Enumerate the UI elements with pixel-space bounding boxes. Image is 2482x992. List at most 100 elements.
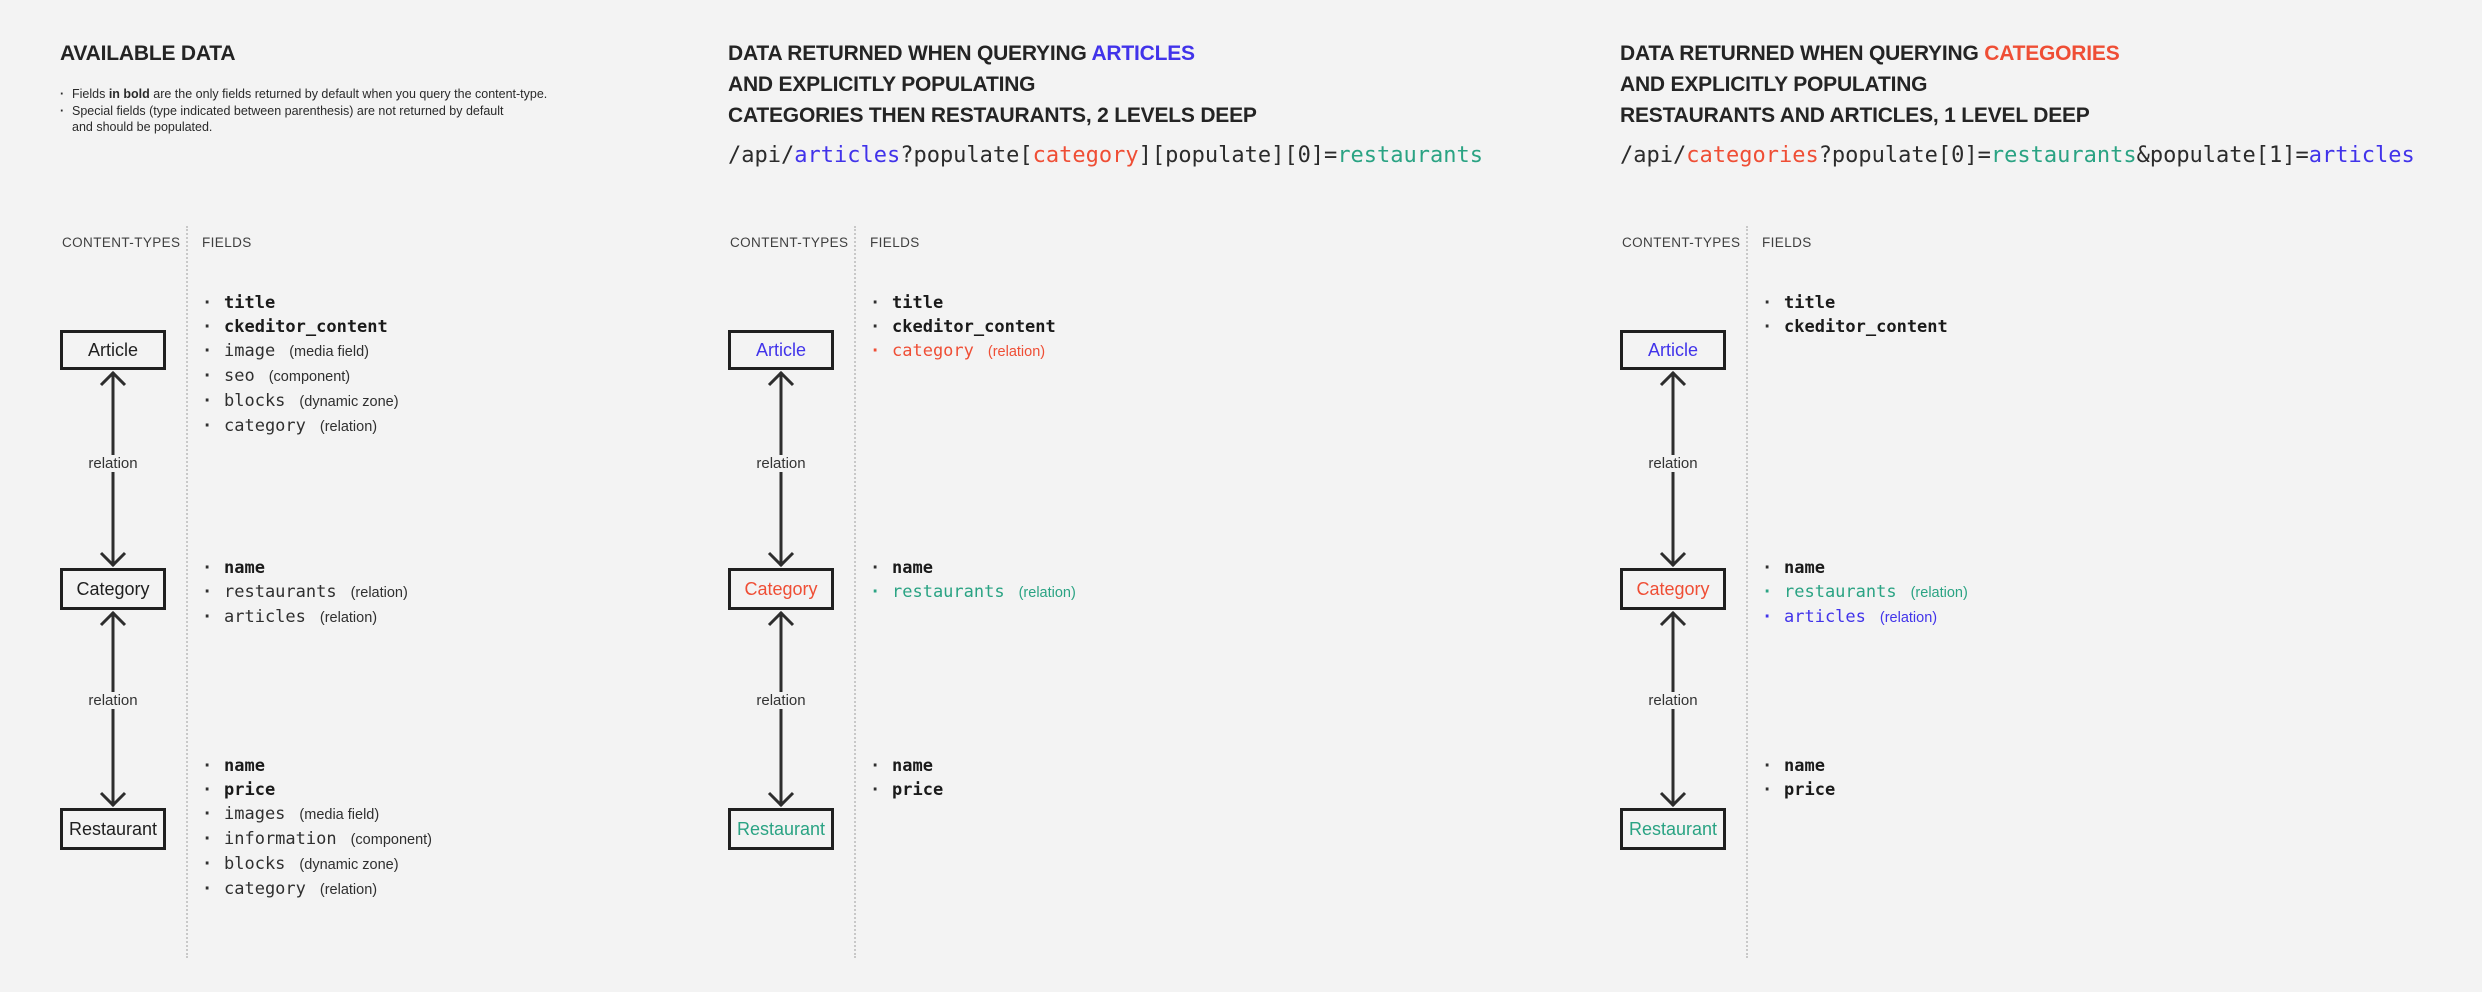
relation-label: relation bbox=[1620, 455, 1726, 473]
fields-column-label: FIELDS bbox=[202, 235, 252, 250]
field-item: articles (relation) bbox=[1762, 605, 1968, 630]
bullet-icon bbox=[202, 754, 224, 778]
field-item: title bbox=[1762, 291, 1962, 315]
api-query-code: /api/articles?populate[category][populat… bbox=[728, 141, 1483, 171]
field-item: information (component) bbox=[202, 827, 432, 852]
relation-label: relation bbox=[728, 692, 834, 710]
field-item: images (media field) bbox=[202, 802, 432, 827]
bullet-icon bbox=[202, 339, 224, 363]
bullet-icon bbox=[202, 414, 224, 438]
bullet-icon bbox=[1762, 754, 1784, 778]
code-segment: ][populate][0]= bbox=[1138, 143, 1338, 168]
api-query-code: /api/categories?populate[0]=restaurants&… bbox=[1620, 141, 2415, 171]
bullet-icon bbox=[202, 389, 224, 413]
content-type-box-restaurant: Restaurant bbox=[728, 808, 834, 850]
content-type-box-category: Category bbox=[1620, 568, 1726, 610]
column-separator bbox=[186, 226, 188, 958]
code-segment: articles bbox=[794, 143, 901, 168]
box-label: Article bbox=[87, 339, 138, 360]
code-segment: categories bbox=[1686, 143, 1819, 168]
title-line: RESTAURANTS AND ARTICLES, 1 LEVEL DEEP bbox=[1620, 104, 2090, 127]
box-label: Category bbox=[76, 578, 150, 599]
relation-label: relation bbox=[728, 455, 834, 473]
field-item: category (relation) bbox=[202, 877, 432, 902]
field-item: blocks (dynamic zone) bbox=[202, 852, 432, 877]
field-item: title bbox=[202, 291, 402, 315]
bullet-icon bbox=[202, 877, 224, 901]
title-accent: CATEGORIES bbox=[1984, 42, 2120, 65]
bullet-icon bbox=[202, 852, 224, 876]
category-field-list: name restaurants (relation) bbox=[870, 556, 1076, 605]
box-label: Category bbox=[1636, 578, 1710, 599]
content-type-box-article: Article bbox=[1620, 330, 1726, 370]
field-item: price bbox=[1762, 778, 1849, 802]
content-types-column-label: CONTENT-TYPES bbox=[730, 235, 849, 250]
field-item: name bbox=[202, 556, 408, 580]
field-item: restaurants (relation) bbox=[202, 580, 408, 605]
field-item: price bbox=[202, 778, 432, 802]
bullet-icon bbox=[202, 556, 224, 580]
field-item: name bbox=[1762, 754, 1849, 778]
content-type-box-category: Category bbox=[60, 568, 166, 610]
content-types-column-label: CONTENT-TYPES bbox=[1622, 235, 1741, 250]
article-field-list: title ckeditor_content bbox=[1762, 291, 1962, 339]
title-line: DATA RETURNED WHEN QUERYING ARTICLES bbox=[728, 42, 1195, 65]
box-label: Restaurant bbox=[736, 818, 826, 839]
bullet-icon bbox=[202, 580, 224, 604]
relation-arrow bbox=[1659, 610, 1687, 808]
content-type-box-article: Article bbox=[728, 330, 834, 370]
title-line: AND EXPLICITLY POPULATING bbox=[728, 73, 1036, 96]
bullet-icon bbox=[202, 802, 224, 826]
bullet-icon bbox=[1762, 556, 1784, 580]
field-item: name bbox=[202, 754, 432, 778]
code-segment: restaurants bbox=[1337, 143, 1484, 168]
bullet-icon bbox=[1762, 580, 1784, 604]
bullet-icon bbox=[1762, 778, 1784, 802]
bullet-icon bbox=[1762, 605, 1784, 629]
relation-label: relation bbox=[60, 455, 166, 473]
content-types-column-label: CONTENT-TYPES bbox=[62, 235, 181, 250]
bullet-icon bbox=[870, 339, 892, 363]
article-field-list: title ckeditor_content image (media fiel… bbox=[202, 291, 402, 439]
field-item: seo (component) bbox=[202, 364, 402, 389]
bullet-icon bbox=[870, 754, 892, 778]
column-separator bbox=[854, 226, 856, 958]
title-line: AND EXPLICITLY POPULATING bbox=[1620, 73, 1928, 96]
panel-title: DATA RETURNED WHEN QUERYING CATEGORIES A… bbox=[1620, 38, 2120, 131]
panel-title: AVAILABLE DATA bbox=[60, 38, 235, 69]
field-item: ckeditor_content bbox=[1762, 315, 1962, 339]
content-type-box-restaurant: Restaurant bbox=[1620, 808, 1726, 850]
code-segment: &populate[1]= bbox=[2136, 143, 2309, 168]
bullet-icon bbox=[870, 315, 892, 339]
box-label: Restaurant bbox=[1628, 818, 1718, 839]
box-label: Category bbox=[744, 578, 818, 599]
fields-column-label: FIELDS bbox=[870, 235, 920, 250]
title-line: AVAILABLE DATA bbox=[60, 42, 236, 65]
code-segment: category bbox=[1032, 143, 1139, 168]
content-type-box-category: Category bbox=[728, 568, 834, 610]
restaurant-field-list: name price bbox=[870, 754, 957, 802]
field-item: price bbox=[870, 778, 957, 802]
code-segment: /api/ bbox=[728, 143, 795, 168]
bullet-icon bbox=[202, 291, 224, 315]
bullet-icon bbox=[1762, 291, 1784, 315]
field-item: category (relation) bbox=[870, 339, 1070, 364]
bullet-icon bbox=[60, 86, 72, 103]
bullet-icon bbox=[202, 364, 224, 388]
column-separator bbox=[1746, 226, 1748, 958]
restaurant-field-list: name price bbox=[1762, 754, 1849, 802]
code-segment: ?populate[0]= bbox=[1818, 143, 1991, 168]
relation-arrow bbox=[99, 610, 127, 808]
bullet-icon bbox=[202, 315, 224, 339]
category-field-list: name restaurants (relation) articles (re… bbox=[202, 556, 408, 630]
content-type-box-restaurant: Restaurant bbox=[60, 808, 166, 850]
field-item: name bbox=[1762, 556, 1968, 580]
field-item: image (media field) bbox=[202, 339, 402, 364]
code-segment: ?populate[ bbox=[900, 143, 1033, 168]
code-segment: restaurants bbox=[1990, 143, 2137, 168]
panel-query-categories: DATA RETURNED WHEN QUERYING CATEGORIES A… bbox=[1620, 0, 2480, 992]
panel-query-articles: DATA RETURNED WHEN QUERYING ARTICLES AND… bbox=[728, 0, 1608, 992]
field-item: articles (relation) bbox=[202, 605, 408, 630]
field-item: category (relation) bbox=[202, 414, 402, 439]
